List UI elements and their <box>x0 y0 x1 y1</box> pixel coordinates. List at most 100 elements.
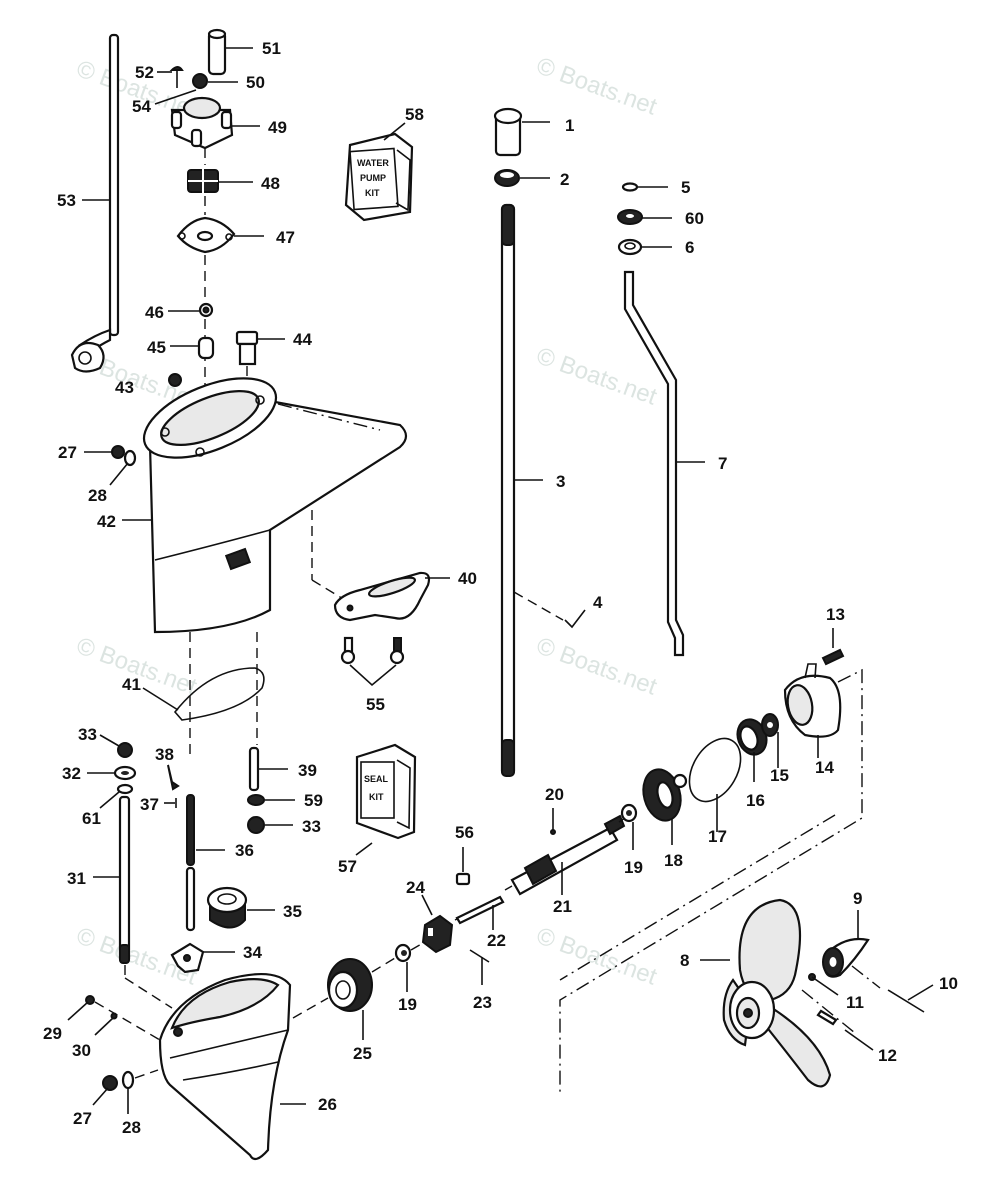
part-27-nut-lower[interactable] <box>102 1075 118 1091</box>
watermark: © Boats.net <box>533 342 661 410</box>
callout-50: 50 <box>246 73 265 92</box>
part-10-cotter-pin[interactable] <box>887 989 925 1013</box>
callout-57: 57 <box>338 857 357 876</box>
part-22-pin[interactable] <box>455 895 505 925</box>
watermark: © Boats.net <box>533 922 661 990</box>
callout-14: 14 <box>815 758 834 777</box>
callout-30: 30 <box>72 1041 91 1060</box>
watermark: © Boats.net <box>533 52 661 120</box>
part-45-pin[interactable] <box>197 336 215 360</box>
part-49-pump-housing[interactable] <box>170 96 234 150</box>
part-15-seal[interactable] <box>761 713 779 737</box>
callout-27-lower: 27 <box>73 1109 92 1128</box>
part-52-screw[interactable] <box>169 66 184 88</box>
part-3-driveshaft[interactable] <box>500 203 516 777</box>
part-46-washer[interactable] <box>198 302 214 318</box>
part-12-key[interactable] <box>816 1009 838 1026</box>
part-21-propeller-shaft[interactable] <box>510 814 626 896</box>
callout-55: 55 <box>366 695 385 714</box>
callout-23: 23 <box>473 993 492 1012</box>
part-13-screw[interactable] <box>821 648 845 666</box>
part-27-nut-upper[interactable] <box>111 445 125 459</box>
callout-59: 59 <box>304 791 323 810</box>
callout-39: 39 <box>298 761 317 780</box>
part-18-reverse-gear[interactable] <box>638 765 688 825</box>
part-4-key[interactable] <box>564 609 586 629</box>
callout-47: 47 <box>276 228 295 247</box>
callout-24: 24 <box>406 878 425 897</box>
callout-16: 16 <box>746 791 765 810</box>
part-31-stud[interactable] <box>118 795 131 964</box>
callout-60: 60 <box>685 209 704 228</box>
part-8-propeller[interactable] <box>722 898 832 1088</box>
callout-44: 44 <box>293 330 312 349</box>
part-2-seal[interactable] <box>494 169 520 187</box>
callout-7: 7 <box>718 454 727 473</box>
callout-36: 36 <box>235 841 254 860</box>
part-32-washer[interactable] <box>113 765 137 781</box>
part-35-pinion-gear[interactable] <box>206 886 248 929</box>
part-41-gasket[interactable] <box>173 667 265 721</box>
part-60-washer[interactable] <box>617 209 643 225</box>
part-14-bearing-carrier[interactable] <box>783 663 842 738</box>
watermark: © Boats.net <box>533 632 661 700</box>
callout-13: 13 <box>826 605 845 624</box>
part-25-forward-gear[interactable] <box>327 958 373 1012</box>
part-53-shift-rod[interactable] <box>70 33 120 373</box>
part-58-water-pump-kit[interactable]: WATER PUMP KIT <box>344 132 414 222</box>
callout-9: 9 <box>853 889 862 908</box>
part-1-bushing[interactable] <box>493 107 523 157</box>
part-39-stud[interactable] <box>248 746 260 792</box>
part-51-sleeve[interactable] <box>207 28 227 76</box>
part-33-nut-left[interactable] <box>117 742 133 758</box>
part-9-nut[interactable] <box>822 937 870 978</box>
callout-53: 53 <box>57 191 76 210</box>
callout-19-upper: 19 <box>624 858 643 877</box>
part-17-o-ring[interactable] <box>679 730 751 811</box>
part-44-plug[interactable] <box>235 330 259 366</box>
part-40-trim-tab[interactable] <box>333 571 431 622</box>
part-28-washer-upper[interactable] <box>123 449 137 467</box>
callout-8: 8 <box>680 951 689 970</box>
part-7-shift-rod[interactable] <box>623 270 685 657</box>
part-47-plate[interactable] <box>176 216 236 254</box>
callout-1: 1 <box>565 116 574 135</box>
part-24-clutch[interactable] <box>421 914 454 954</box>
part-20-pin[interactable] <box>550 829 556 835</box>
callout-31: 31 <box>67 869 86 888</box>
callout-42: 42 <box>97 512 116 531</box>
callout-11: 11 <box>846 993 864 1012</box>
part-56-clip[interactable] <box>455 872 471 886</box>
callout-48: 48 <box>261 174 280 193</box>
part-55-screws[interactable] <box>340 636 405 665</box>
part-28-washer-lower[interactable] <box>121 1070 135 1090</box>
part-23-pin[interactable] <box>469 949 490 963</box>
callout-17: 17 <box>708 827 727 846</box>
part-61-o-ring[interactable] <box>116 783 134 795</box>
part-42-driveshaft-housing[interactable] <box>133 362 408 634</box>
callout-46: 46 <box>145 303 164 322</box>
part-5-o-ring[interactable] <box>621 182 639 192</box>
part-38-pin[interactable] <box>167 764 180 791</box>
callout-38: 38 <box>155 745 174 764</box>
part-43-nut[interactable] <box>168 373 182 387</box>
part-19-washer-upper[interactable] <box>620 803 638 823</box>
part-34-shift-cradle[interactable] <box>170 942 205 974</box>
part-6-seal[interactable] <box>617 238 643 256</box>
callout-32: 32 <box>62 764 81 783</box>
part-50-grommet[interactable] <box>192 73 208 89</box>
part-59-washer[interactable] <box>247 794 265 806</box>
part-36-shift-shaft[interactable] <box>185 794 196 932</box>
kit-label-seal: SEAL <box>364 774 389 784</box>
part-19-washer-lower[interactable] <box>394 943 412 963</box>
callout-22: 22 <box>487 931 506 950</box>
callout-54: 54 <box>132 97 151 116</box>
kit-label-kit: KIT <box>365 188 380 198</box>
part-26-gearcase[interactable] <box>158 972 292 1161</box>
part-33-nut-right[interactable] <box>247 816 265 834</box>
callout-58: 58 <box>405 105 424 124</box>
part-48-impeller[interactable] <box>187 168 219 194</box>
callout-33-left: 33 <box>78 725 97 744</box>
part-57-seal-kit[interactable]: SEAL KIT <box>355 743 417 840</box>
